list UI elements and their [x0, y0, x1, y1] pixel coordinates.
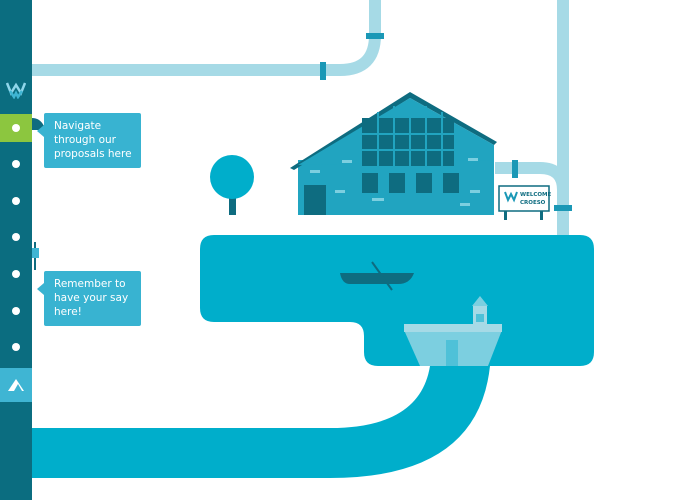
nav-item-6[interactable] [0, 297, 32, 325]
nav-item-4[interactable] [0, 223, 32, 251]
nav-item-3[interactable] [0, 187, 32, 215]
nav-dot [12, 307, 20, 315]
tooltip-navigate-text: Navigate through our proposals here [54, 120, 132, 160]
nav-dot [12, 124, 20, 132]
castle [404, 296, 502, 366]
signpost-marker [31, 242, 39, 270]
top-pipe [32, 0, 381, 76]
sign-line-1: WELCOME [520, 192, 552, 198]
tooltip-have-your-say: Remember to have your say here! [37, 271, 141, 326]
lake [200, 235, 594, 366]
welsh-water-logo-icon [6, 82, 26, 99]
nav-dot [12, 343, 20, 351]
nav-dot [12, 233, 20, 241]
tooltip-have-your-say-text: Remember to have your say here! [54, 278, 129, 318]
pipe-joint [512, 160, 518, 178]
nav-dot [12, 160, 20, 168]
sidebar-nav [0, 0, 32, 500]
river [32, 366, 490, 478]
sign-line-2: CROESO [520, 200, 546, 206]
pipe-joint [554, 205, 572, 211]
logo-button[interactable] [0, 72, 32, 108]
nav-item-5[interactable] [0, 260, 32, 288]
tooltip-navigate: Navigate through our proposals here [37, 113, 141, 168]
bottom-nav-button[interactable] [0, 368, 32, 402]
mountain-icon [8, 379, 24, 391]
nav-dot [12, 270, 20, 278]
tree [210, 155, 254, 215]
nav-item-2[interactable] [0, 150, 32, 178]
nav-item-7[interactable] [0, 333, 32, 361]
rowing-boat [340, 261, 414, 291]
nav-dot [12, 197, 20, 205]
pipe-joint [366, 33, 384, 39]
pipe-joint [320, 62, 326, 80]
welcome-sign: WELCOME CROESO [498, 185, 552, 220]
building [290, 92, 497, 215]
nav-item-1[interactable] [0, 114, 32, 142]
